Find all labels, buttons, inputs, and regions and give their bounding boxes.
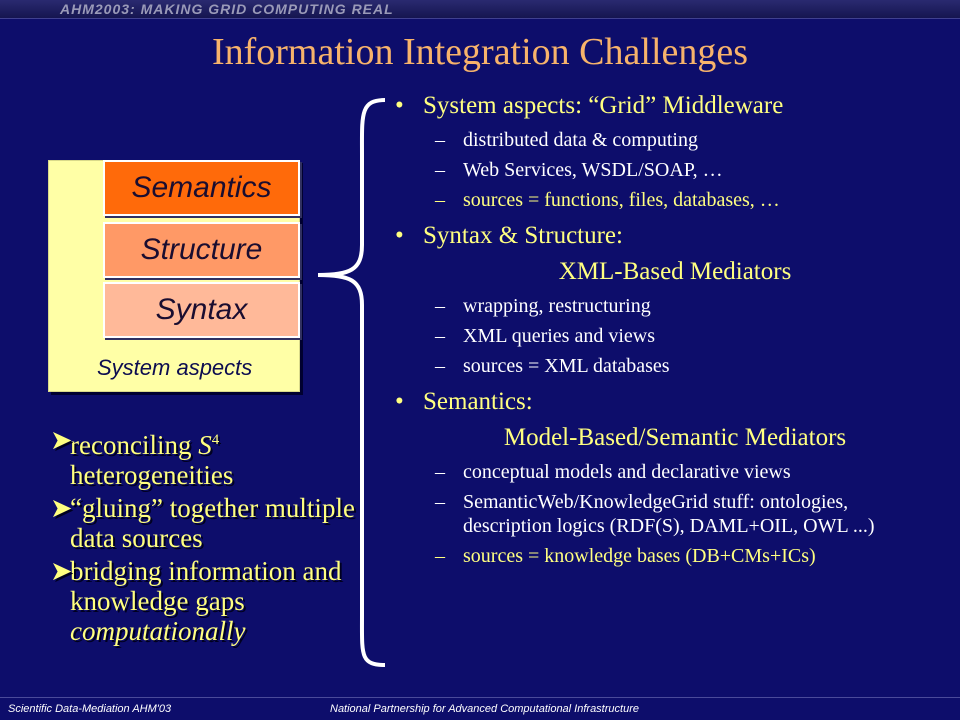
dash-icon: – [435,461,445,483]
sub-bullet: –sources = XML databases [395,354,955,378]
left-bullet-item: ➤ “gluing” together multiple data source… [50,493,370,553]
footer-left: Scientific Data-Mediation AHM'03 [8,703,172,715]
footer-divider [0,697,960,698]
bullet-heading: Syntax & Structure: [423,222,623,249]
arrow-bullet-icon: ➤ [50,425,73,455]
dash-icon: – [435,159,445,181]
sub-bullet: –distributed data & computing [395,128,955,152]
dash-icon: – [435,491,445,513]
dash-icon: – [435,325,445,347]
right-content: • System aspects: “Grid” Middleware –dis… [395,88,955,574]
bullet-dot-icon: • [395,92,404,119]
left-bullet-item: ➤ reconciling S4 heterogeneities [50,425,370,490]
sub-bullet: –sources = functions, files, databases, … [395,188,955,212]
bullet-dot-icon: • [395,388,404,415]
bullet-italic: S [198,430,212,460]
left-bullet-item: ➤ bridging information and knowledge gap… [50,556,370,646]
sub-bullet-text: sources = XML databases [463,355,670,377]
banner-text: AHM2003: MAKING GRID COMPUTING REAL [60,1,394,17]
bullet-italic-tail: computationally [70,616,246,646]
bullet-text: bridging information and knowledge gaps [70,556,342,616]
left-bullet-list: ➤ reconciling S4 heterogeneities ➤ “glui… [50,425,370,649]
sub-bullet-text: conceptual models and declarative views [463,461,791,483]
dash-icon: – [435,355,445,377]
sub-bullet: –SemanticWeb/KnowledgeGrid stuff: ontolo… [395,490,955,538]
bullet-rest: heterogeneities [70,460,234,490]
dash-icon: – [435,189,445,211]
syntax-layer: Syntax [103,282,300,338]
bullet-dot-icon: • [395,222,404,249]
mediator-line: XML-Based Mediators [558,258,792,285]
bullet-syntax-structure: • Syntax & Structure: [395,218,955,254]
layer-diagram: System aspects Semantics Structure Synta… [48,160,300,392]
bullet-text: reconciling [70,430,199,460]
system-aspects-label: System aspects [97,355,253,380]
bullet-sup: 4 [211,432,220,448]
sub-bullet-text: XML queries and views [463,325,655,347]
curly-brace-icon [317,98,386,667]
bullet-heading: System aspects: “Grid” Middleware [423,92,784,119]
sub-bullet: –conceptual models and declarative views [395,460,955,484]
sub-bullet-text: Web Services, WSDL/SOAP, … [463,159,723,181]
structure-layer: Structure [103,222,300,278]
sub-bullet: –Web Services, WSDL/SOAP, … [395,158,955,182]
sub-bullet-text: sources = knowledge bases (DB+CMs+ICs) [463,545,816,567]
footer-right: National Partnership for Advanced Comput… [330,703,639,715]
bullet-text: “gluing” together multiple data sources [70,493,355,553]
sub-bullet: –sources = knowledge bases (DB+CMs+ICs) [395,544,955,568]
sub-bullet: –XML queries and views [395,324,955,348]
header-banner: AHM2003: MAKING GRID COMPUTING REAL [0,0,960,19]
slide-title: Information Integration Challenges [211,31,749,73]
sub-bullet-text: SemanticWeb/KnowledgeGrid stuff: ontolog… [463,491,875,537]
bullet-heading: Semantics: [423,388,533,415]
bullet-semantics: • Semantics: [395,384,955,420]
mediator-line: Model-Based/Semantic Mediators [503,424,847,451]
sub-bullet-text: wrapping, restructuring [463,295,651,317]
semantics-layer: Semantics [103,160,300,216]
sub-bullet: –wrapping, restructuring [395,294,955,318]
dash-icon: – [435,545,445,567]
arrow-bullet-icon: ➤ [50,556,73,586]
dash-icon: – [435,295,445,317]
arrow-bullet-icon: ➤ [50,493,73,523]
dash-icon: – [435,129,445,151]
sub-bullet-text: sources = functions, files, databases, … [463,189,780,211]
bullet-system-aspects: • System aspects: “Grid” Middleware [395,88,955,124]
sub-bullet-text: distributed data & computing [463,129,698,151]
